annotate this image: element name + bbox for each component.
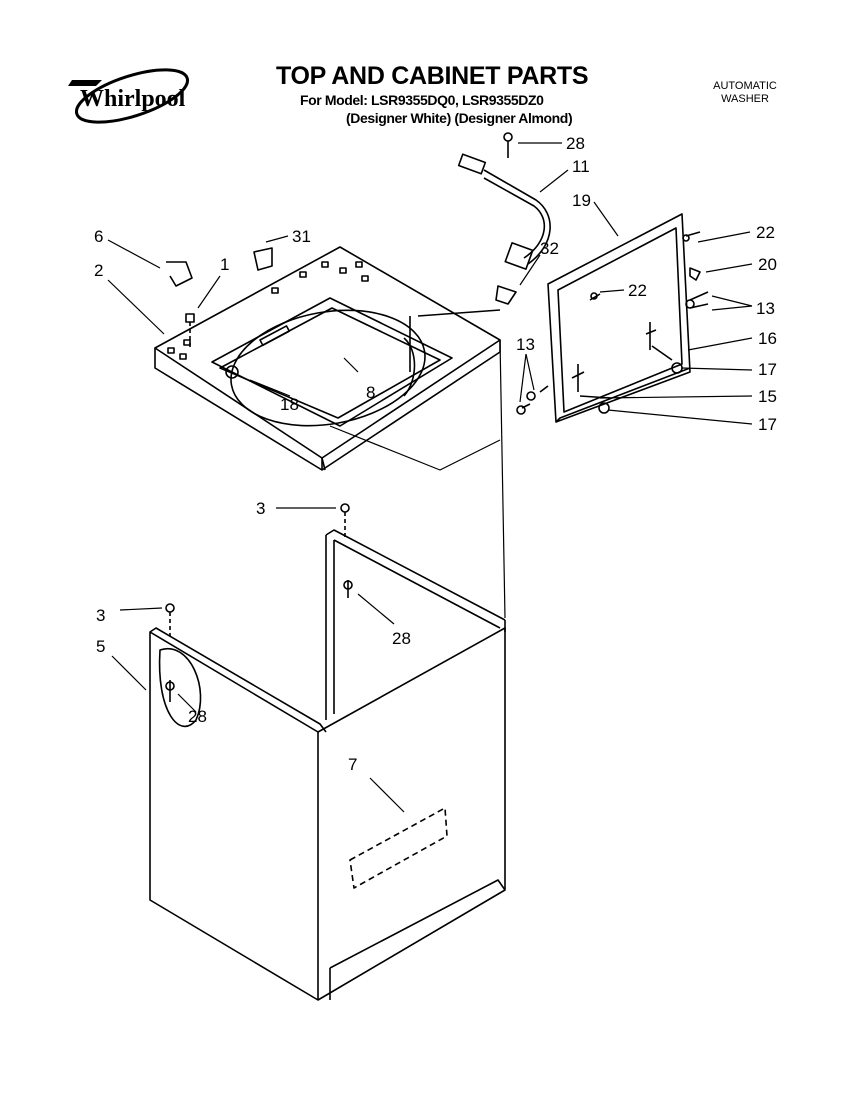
callout-19: 19 [572,191,591,210]
callout-5: 5 [96,637,105,656]
callout-13-left: 13 [516,335,535,354]
cabinet [149,529,506,1001]
callout-11: 11 [572,157,590,176]
page-title: TOP AND CABINET PARTS [276,62,589,90]
console-fasteners [516,231,709,415]
callout-15: 15 [758,387,777,406]
callout-22-mid: 22 [628,281,647,300]
callout-8: 8 [366,383,375,402]
callout-17-bottom: 17 [758,415,777,434]
callout-3-right: 3 [256,499,265,518]
whirlpool-logo: Whirlpool [66,66,206,131]
model-line: For Model: LSR9355DQ0, LSR9355DZ0 [300,92,544,108]
callout-32: 32 [540,239,559,258]
top-panel [154,246,501,471]
product-line-1: AUTOMATIC [713,80,777,92]
clip-6 [166,261,193,287]
console-frame [547,213,691,423]
clip-31 [253,247,273,271]
callout-3-left: 3 [96,606,105,625]
callout-16: 16 [758,329,777,348]
callout-28-top: 28 [566,134,585,153]
callout-28-right: 28 [392,629,411,648]
callout-1: 1 [220,255,229,274]
whirlpool-logo-icon: Whirlpool [68,68,190,124]
screw-28-top [503,132,513,158]
variant-line: (Designer White) (Designer Almond) [346,110,573,126]
callout-28-left: 28 [188,707,207,726]
callout-22-top: 22 [756,223,775,242]
screw-28-left [165,680,175,702]
callout-18: 18 [280,395,299,414]
callout-17-top: 17 [758,360,777,379]
product-line-2: WASHER [721,93,769,105]
screw-28-right [343,580,353,598]
screw-3-right [340,503,350,540]
callout-31: 31 [292,227,311,246]
screw-3-left [165,603,175,636]
callout-13-right: 13 [756,299,775,318]
callout-20: 20 [758,255,777,274]
brand-wordmark: Whirlpool [80,86,186,112]
wire-harness [409,153,551,372]
leader-lines [107,142,753,813]
product-type: AUTOMATIC WASHER [700,80,790,106]
bolt-1 [185,313,195,350]
callout-2: 2 [94,261,103,280]
callout-6: 6 [94,227,103,246]
callout-7: 7 [348,755,357,774]
